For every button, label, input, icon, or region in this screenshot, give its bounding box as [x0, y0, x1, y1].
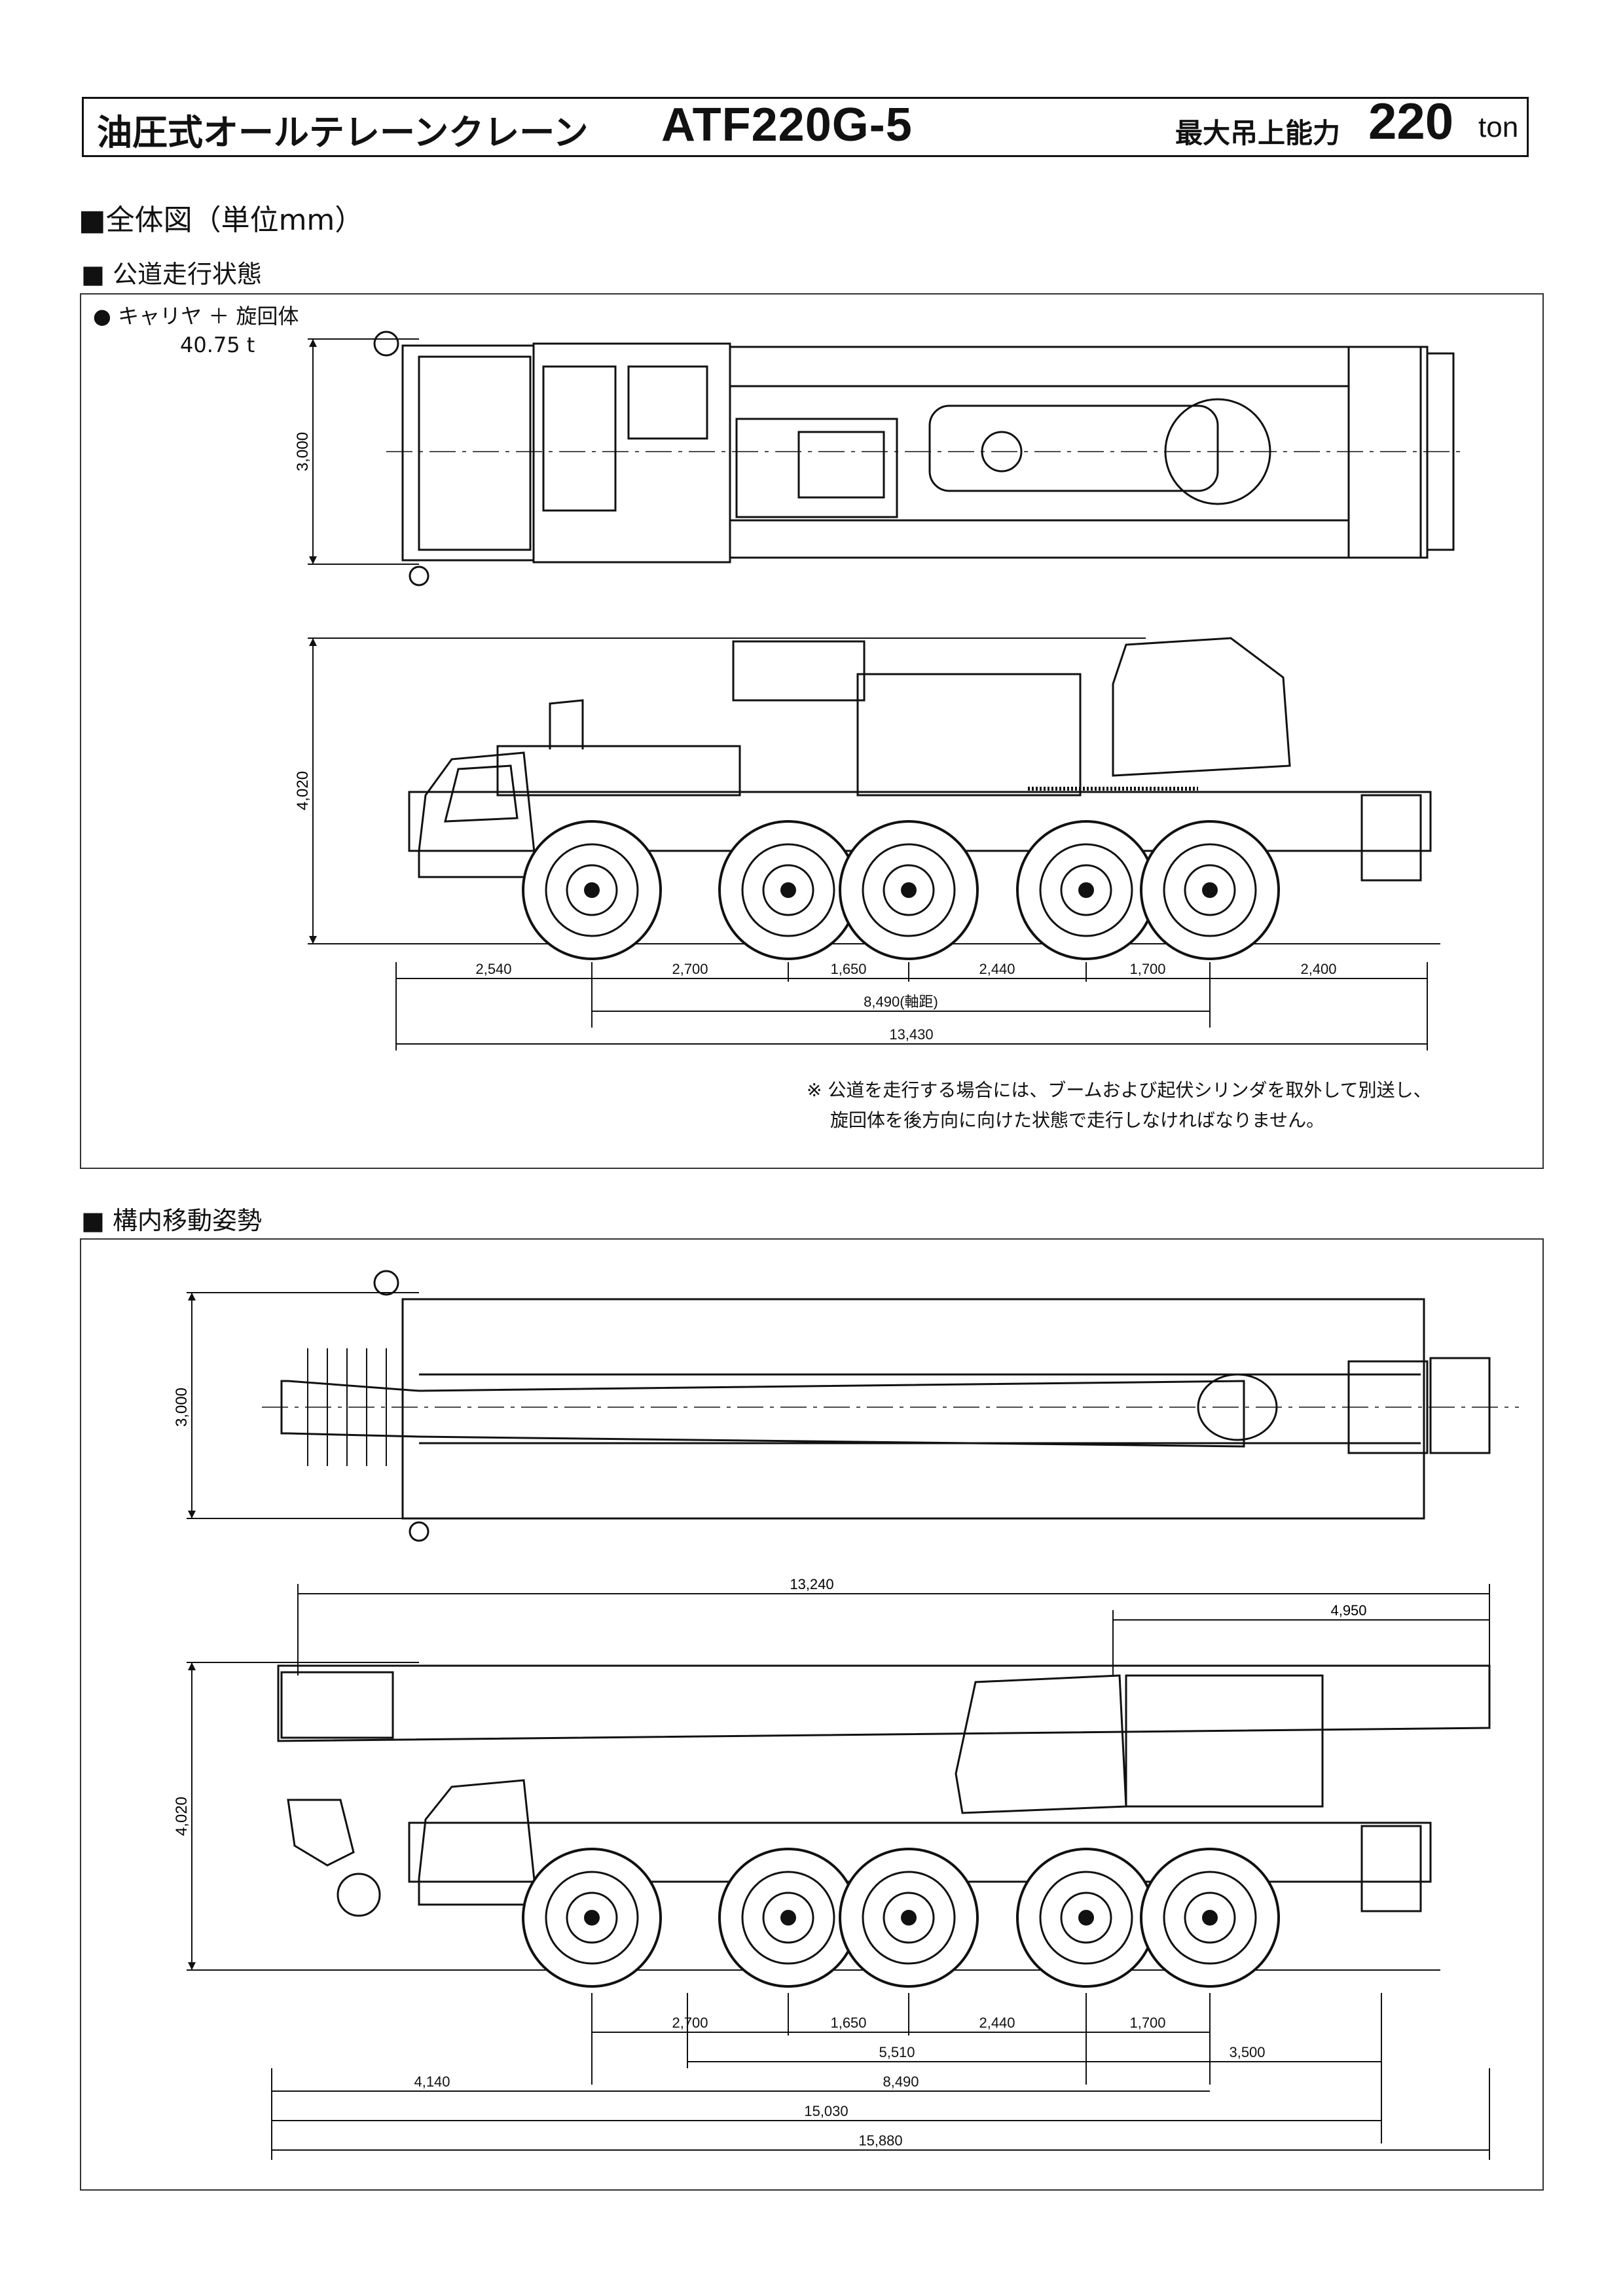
site-dimension-labels: 2,700 1,650 2,440 1,700 5,510 3,500 4,14…	[414, 2015, 1265, 2149]
site-dim-2700: 2,700	[672, 2015, 708, 2031]
capacity-value: 220	[1368, 92, 1454, 150]
site-side-view	[187, 1662, 1491, 1971]
road-dim-total: 13,430	[889, 1026, 933, 1043]
general-drawing-title: ■全体図（単位mm）	[79, 204, 364, 237]
capacity-unit: ton	[1478, 111, 1519, 143]
road-dim-2400: 2,400	[1300, 961, 1336, 977]
road-dimension-lines	[395, 962, 1428, 1050]
site-top-dimension-lines	[297, 1584, 1490, 1676]
capacity-label: 最大吊上能力	[1175, 117, 1341, 149]
site-dim-4950: 4,950	[1330, 1602, 1366, 1619]
site-dim-15880: 15,880	[858, 2132, 902, 2149]
config-label: ● キャリヤ ＋ 旋回体	[93, 304, 299, 329]
site-dim-4140: 4,140	[414, 2073, 450, 2090]
road-dim-2540: 2,540	[475, 961, 511, 977]
site-dim-5510: 5,510	[879, 2044, 915, 2060]
site-side-dimension-lines	[271, 1993, 1490, 2160]
site-dim-8490: 8,490	[883, 2073, 919, 2090]
road-panel	[80, 293, 1544, 1169]
road-section-title: ■ 公道走行状態	[81, 260, 262, 289]
title-box	[82, 97, 1529, 157]
site-side-height: 4,020	[173, 1797, 191, 1836]
road-dim-2700: 2,700	[672, 961, 708, 977]
site-dim-1700: 1,700	[1129, 2015, 1165, 2031]
road-dimension-labels: 2,540 2,700 1,650 2,440 1,700 2,400 8,49…	[475, 961, 1336, 1043]
model-name: ATF220G-5	[661, 99, 913, 151]
road-note-line2: 旋回体を後方向に向けた状態で走行しなければなりません。	[830, 1109, 1325, 1131]
site-dim-1650: 1,650	[830, 2015, 866, 2031]
site-dim-13240: 13,240	[790, 1576, 833, 1592]
weight-label: 40.75 t	[180, 332, 255, 357]
road-top-width: 3,000	[294, 432, 312, 471]
road-top-view	[308, 331, 1463, 586]
road-dim-1650: 1,650	[830, 961, 866, 977]
site-wheels	[522, 1848, 1280, 1988]
site-dim-2440: 2,440	[979, 2015, 1015, 2031]
road-note-line1: ※ 公道を走行する場合には、ブームおよび起伏シリンダを取外して別送し、	[807, 1079, 1432, 1101]
crane-type-label: 油圧式オールテレーンクレーン	[97, 112, 589, 153]
site-top-width: 3,000	[173, 1388, 191, 1427]
road-dim-1700: 1,700	[1129, 961, 1165, 977]
site-dim-3500: 3,500	[1229, 2044, 1265, 2060]
site-top-view	[187, 1270, 1519, 1542]
road-side-height: 4,020	[294, 771, 312, 810]
road-dim-wheelbase: 8,490(軸距)	[864, 994, 938, 1010]
site-dim-15030: 15,030	[804, 2103, 848, 2119]
site-section-title: ■ 構内移動姿勢	[81, 1206, 262, 1235]
road-dim-2440: 2,440	[979, 961, 1015, 977]
road-wheels	[522, 820, 1280, 960]
